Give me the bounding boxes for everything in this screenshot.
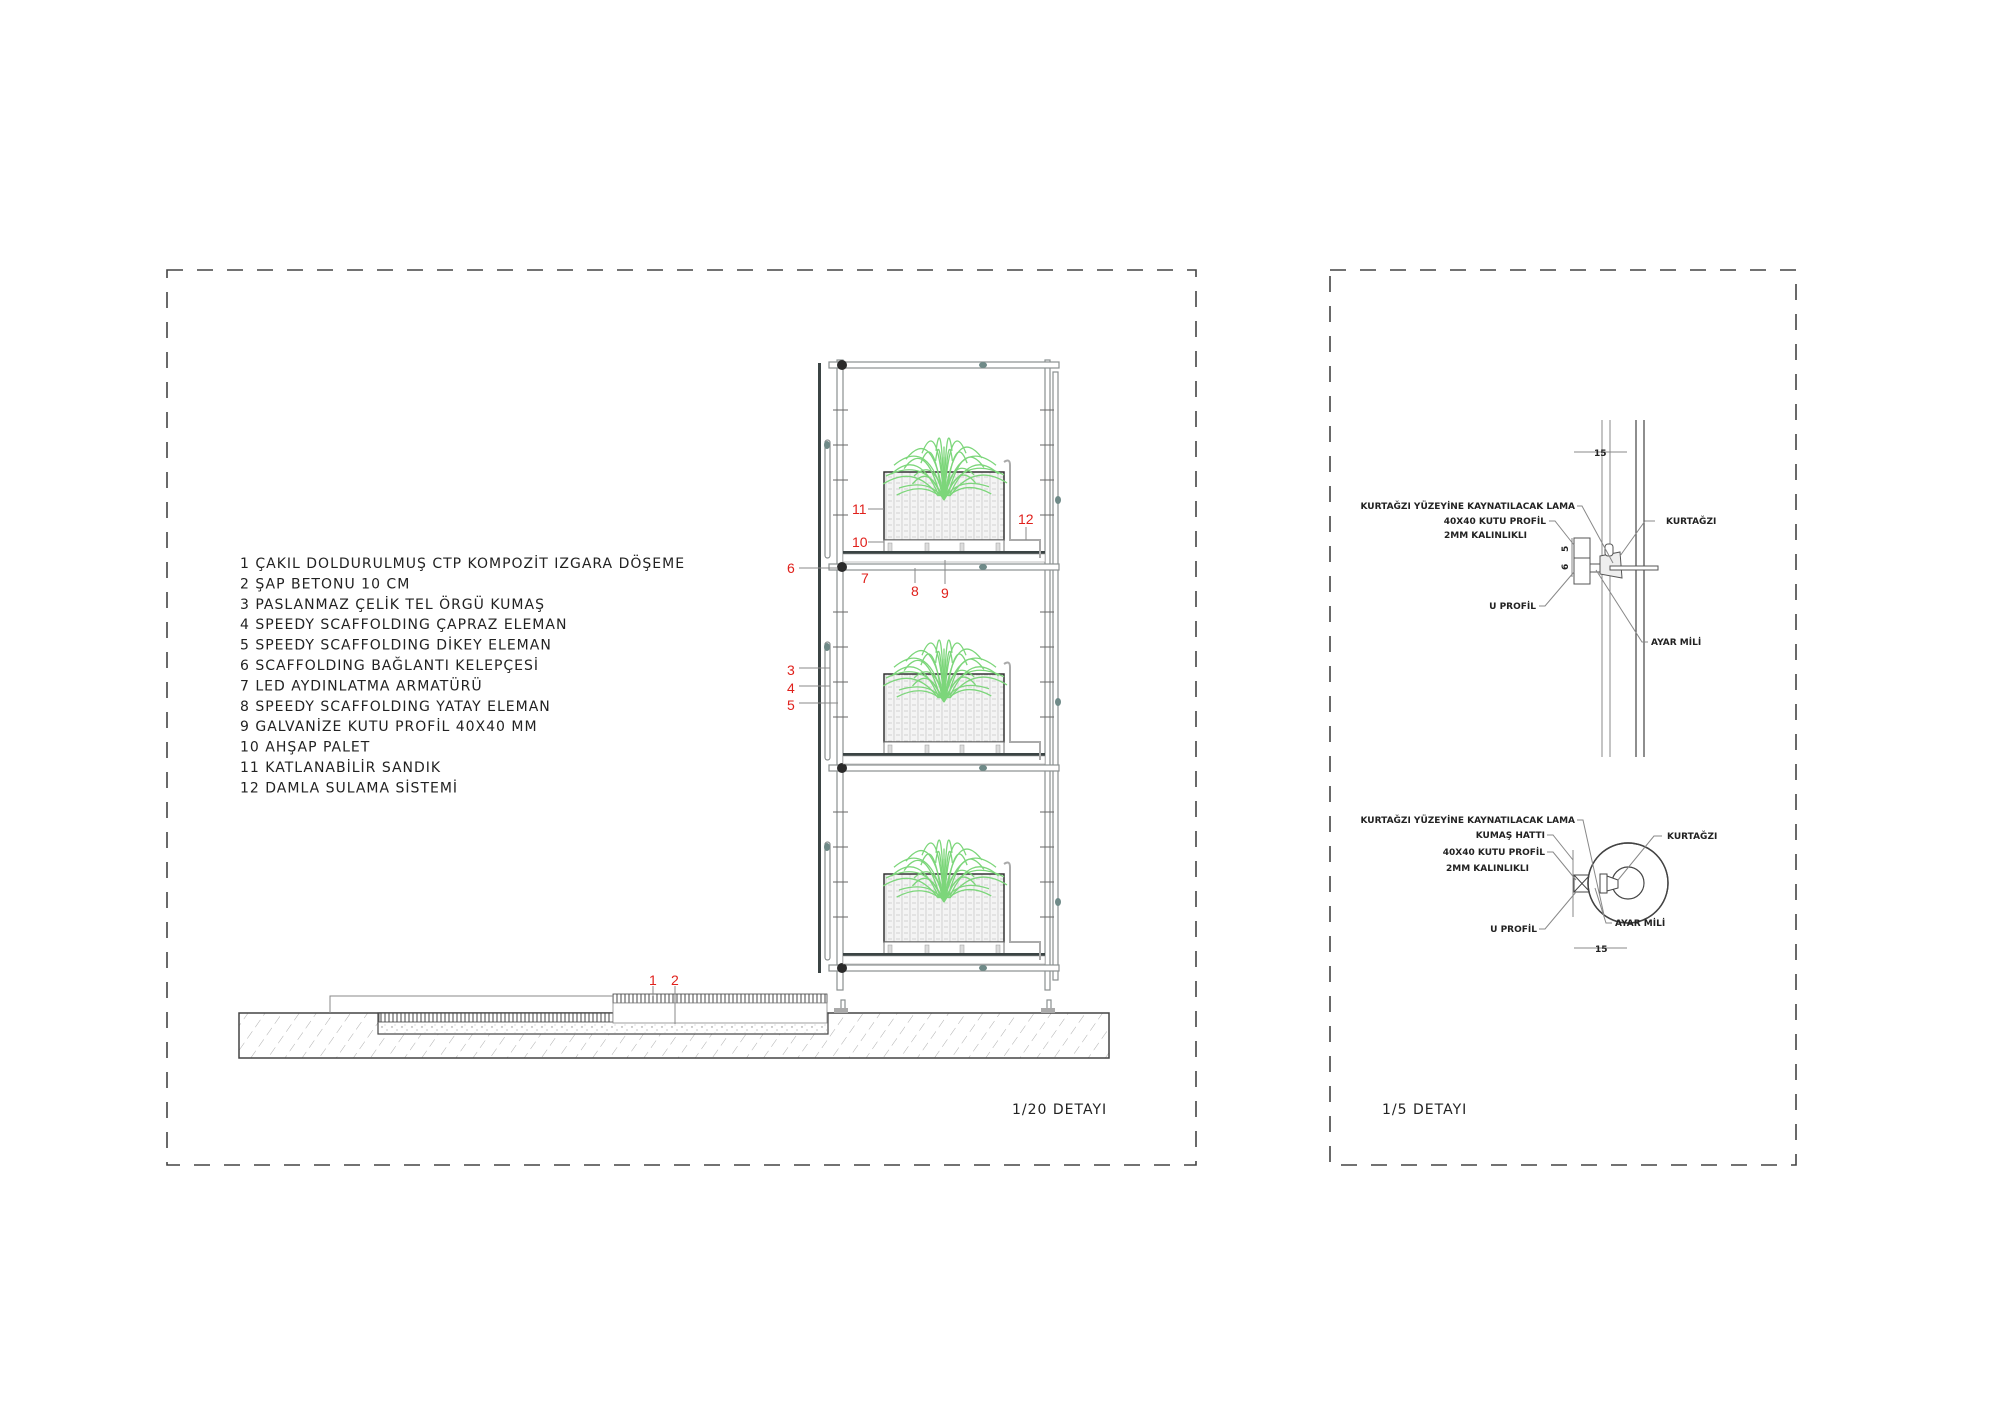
legend-item: 6 SCAFFOLDING BAĞLANTI KELEPÇESİ: [240, 656, 539, 674]
legend-item: 5 SPEEDY SCAFFOLDING DİKEY ELEMAN: [240, 636, 552, 654]
legend-item: 3 PASLANMAZ ÇELİK TEL ÖRGÜ KUMAŞ: [240, 595, 545, 613]
scaffold-elevation: [818, 359, 1061, 1013]
connection-detail-plan: 15 KURTAĞZI YÜZEYİNE KAYNATILACAK LAMA K…: [1360, 814, 1717, 955]
horizontal-pipe: [828, 764, 1060, 772]
marker-6: 6: [787, 560, 795, 576]
scale-label-1-20: 1/20 DETAYI: [1012, 1102, 1107, 1118]
plan-callout-u-profil: U PROFİL: [1490, 924, 1537, 935]
clamp-icon: [979, 564, 987, 570]
legend-item: 1 ÇAKIL DOLDURULMUŞ CTP KOMPOZİT IZGARA …: [240, 554, 685, 572]
plant-icon: [882, 639, 1008, 703]
coupler-icon: [837, 562, 847, 572]
legend-item: 7 LED AYDINLATMA ARMATÜRÜ: [240, 676, 483, 694]
ground-section: [238, 986, 1110, 1059]
marker-8: 8: [911, 583, 919, 599]
grating-floor-low: [378, 1012, 614, 1023]
right-detail-frame: [1329, 269, 1797, 1166]
shelf-profile: [843, 753, 1045, 756]
horizontal-pipe: [828, 964, 1060, 972]
dim-5: 5: [1561, 546, 1571, 552]
legend-item: 9 GALVANİZE KUTU PROFİL 40X40 MM: [240, 717, 538, 735]
legend: 1 ÇAKIL DOLDURULMUŞ CTP KOMPOZİT IZGARA …: [240, 554, 685, 796]
callout-kalinlik: 2MM KALINLIKLI: [1444, 531, 1527, 541]
callout-kurtagzi: KURTAĞZI: [1666, 515, 1716, 527]
clamp-icon: [979, 965, 987, 971]
marker-3: 3: [787, 662, 795, 678]
plant-icon: [882, 839, 1008, 903]
callout-ayar-mili: AYAR MİLİ: [1651, 637, 1701, 648]
marker-10: 10: [852, 534, 868, 550]
marker-4: 4: [787, 680, 795, 696]
legend-item: 12 DAMLA SULAMA SİSTEMİ: [240, 778, 458, 796]
coupler-icon: [837, 963, 847, 973]
left-detail-frame: [166, 269, 1197, 1166]
plan-callout-lama: KURTAĞZI YÜZEYİNE KAYNATILACAK LAMA: [1360, 814, 1575, 826]
drip-irrigation-pipe: [1003, 861, 1041, 960]
horizontal-pipe: [828, 361, 1060, 369]
legend-item: 8 SPEEDY SCAFFOLDING YATAY ELEMAN: [240, 699, 551, 715]
callout-kutu-profil: 40X40 KUTU PROFİL: [1444, 516, 1546, 527]
callout-lama: KURTAĞZI YÜZEYİNE KAYNATILACAK LAMA: [1360, 500, 1575, 512]
marker-11: 11: [852, 501, 867, 517]
dim-6: 6: [1561, 564, 1571, 570]
callout-u-profil: U PROFİL: [1489, 601, 1536, 612]
marker-12: 12: [1018, 511, 1034, 527]
marker-5: 5: [787, 697, 795, 713]
plant-icon: [882, 437, 1008, 501]
planter-tier: [824, 811, 1061, 965]
legend-item: 10 AHŞAP PALET: [240, 740, 370, 756]
plan-callout-kurtagzi: KURTAĞZI: [1667, 830, 1717, 842]
horizontal-pipe: [828, 563, 1060, 571]
plan-callout-kalinlik: 2MM KALINLIKLI: [1446, 864, 1529, 874]
clamp-icon: [979, 362, 987, 368]
planter-tier: [824, 611, 1061, 765]
clamp-icon: [979, 765, 987, 771]
scale-label-1-5: 1/5 DETAYI: [1382, 1102, 1467, 1118]
plan-callout-kumas: KUMAŞ HATTI: [1476, 831, 1545, 841]
coupler-icon: [837, 763, 847, 773]
plan-callout-kutu-profil: 40X40 KUTU PROFİL: [1443, 847, 1545, 858]
planter-tier: [824, 409, 1061, 563]
shelf-profile: [843, 953, 1045, 956]
connection-detail-elevation: 15 5 6 KURTAĞZI YÜZEYİNE KAYNATILACAK LA…: [1360, 420, 1716, 757]
legend-item: 11 KATLANABİLİR SANDIK: [240, 758, 441, 776]
coupler-icon: [837, 360, 847, 370]
marker-7: 7: [861, 570, 869, 586]
legend-item: 2 ŞAP BETONU 10 CM: [240, 576, 410, 592]
marker-2: 2: [671, 972, 679, 988]
plan-callout-ayar-mili: AYAR MİLİ: [1615, 918, 1665, 929]
grating-floor-high: [612, 993, 828, 1004]
drip-irrigation-pipe: [1003, 661, 1041, 760]
legend-item: 4 SPEEDY SCAFFOLDING ÇAPRAZ ELEMAN: [240, 617, 567, 633]
dim-15-elevation: 15: [1594, 449, 1607, 459]
marker-9: 9: [941, 585, 949, 601]
shelf-profile: [843, 551, 1045, 554]
dim-15-plan: 15: [1595, 945, 1608, 955]
section-markers: 1 2 3 4 5 6 7 8 9 10 11 12: [649, 501, 1034, 988]
marker-1: 1: [649, 972, 657, 988]
drip-irrigation-pipe: [1003, 459, 1041, 558]
